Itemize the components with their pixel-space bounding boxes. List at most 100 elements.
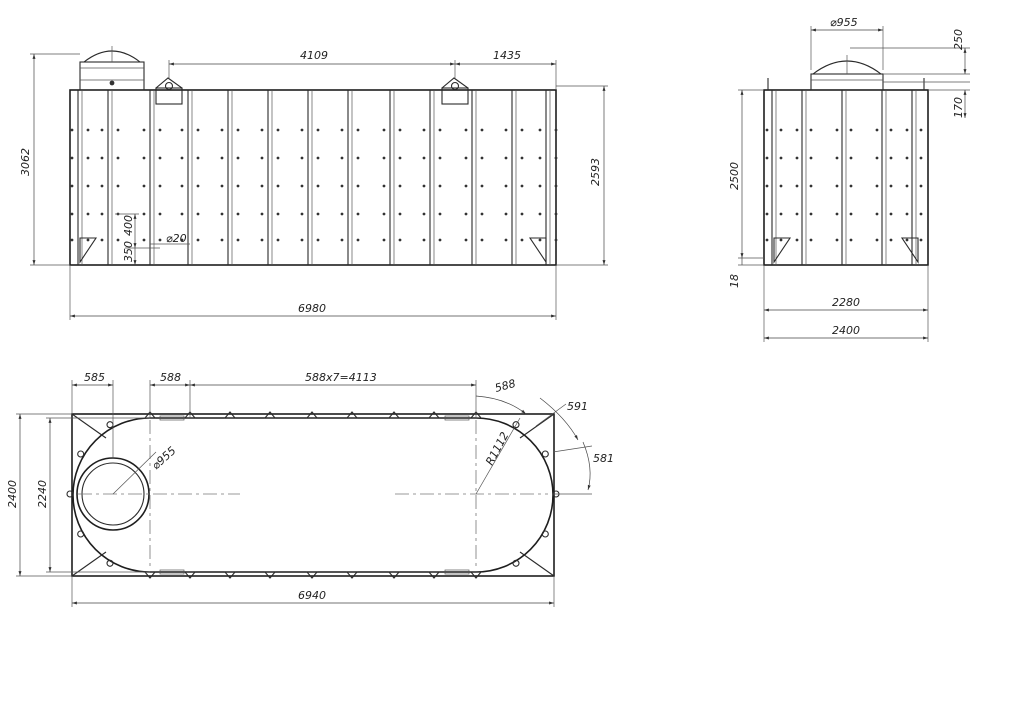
stiffener-triangle	[183, 571, 197, 579]
bolt	[875, 238, 879, 242]
front-view-body	[69, 89, 557, 266]
bolt	[422, 238, 426, 242]
dim-top-length: 6940	[298, 589, 326, 602]
bolt	[480, 212, 484, 216]
stiffener-triangle	[427, 411, 441, 419]
bolt	[480, 184, 484, 188]
bolt	[196, 238, 200, 242]
bolt	[905, 128, 909, 132]
bolt	[765, 238, 769, 242]
bolt	[849, 238, 853, 242]
dim-side-body-height: 2500	[728, 162, 741, 190]
bolt	[356, 128, 360, 132]
bolt	[422, 128, 426, 132]
dim-top-radius: R1112	[483, 430, 511, 468]
bolt	[340, 128, 344, 132]
bolt	[795, 212, 799, 216]
bolt	[196, 212, 200, 216]
bolt	[196, 184, 200, 188]
bolt	[889, 156, 893, 160]
bolt	[316, 128, 320, 132]
bolt	[438, 184, 442, 188]
bolt	[905, 238, 909, 242]
stiffener-triangle	[345, 571, 359, 579]
bolt	[919, 156, 923, 160]
bolt	[538, 184, 542, 188]
bolt	[554, 238, 558, 242]
bolt	[520, 238, 524, 242]
side-view-hatch-collar	[810, 73, 884, 91]
bolt	[100, 212, 104, 216]
bolt	[905, 156, 909, 160]
front-view-hatch-collar	[79, 61, 145, 91]
stiffener-triangle	[223, 411, 237, 419]
bolt	[276, 238, 280, 242]
flange-plate	[444, 415, 470, 421]
stiffener-triangle	[77, 450, 85, 458]
bolt	[905, 184, 909, 188]
dim-top-series: 588x7=4113	[305, 371, 377, 384]
bolt	[316, 238, 320, 242]
bolt	[438, 212, 442, 216]
flange-plate	[159, 415, 185, 421]
bolt	[180, 238, 184, 242]
bolt	[765, 156, 769, 160]
dim-side-outer-width: 2400	[832, 324, 860, 337]
bolt	[849, 156, 853, 160]
bolt	[220, 128, 224, 132]
bolt	[538, 212, 542, 216]
bolt	[340, 212, 344, 216]
side-view-gusset-left	[773, 237, 792, 264]
dim-front-spacing-top: 4109	[300, 49, 328, 62]
bolt	[779, 212, 783, 216]
dim-top-arc1: 588	[493, 377, 517, 395]
bolt	[382, 128, 386, 132]
bolt	[765, 212, 769, 216]
front-view-gusset-left	[79, 237, 98, 264]
bolt	[356, 184, 360, 188]
top-view: R1112 ⌀955 585 588 588x7=4113 588 591 58…	[6, 371, 614, 607]
stiffener-triangle	[541, 450, 549, 458]
bolt	[480, 128, 484, 132]
stiffener-triangle	[387, 571, 401, 579]
bolt	[276, 184, 280, 188]
bolt	[260, 238, 264, 242]
bolt	[398, 156, 402, 160]
bolt	[180, 128, 184, 132]
bolt	[438, 238, 442, 242]
stiffener-triangle	[512, 421, 520, 429]
top-view-stiffeners	[66, 411, 560, 579]
bolt	[356, 156, 360, 160]
bolt	[504, 156, 508, 160]
bolt	[340, 156, 344, 160]
dim-top-arc2: 591	[567, 400, 588, 413]
bolt	[795, 156, 799, 160]
bolt	[504, 184, 508, 188]
stiffener-triangle	[305, 411, 319, 419]
stiffener-triangle	[387, 411, 401, 419]
bolt	[398, 238, 402, 242]
bolt	[70, 156, 74, 160]
bolt	[765, 128, 769, 132]
top-view-tank-shell	[72, 417, 554, 573]
bolt	[300, 184, 304, 188]
stiffener-triangle	[345, 411, 359, 419]
bolt	[919, 238, 923, 242]
bolt	[398, 184, 402, 188]
bolt	[100, 238, 104, 242]
stiffener-triangle	[106, 421, 114, 429]
bolt	[382, 184, 386, 188]
bolt	[142, 238, 146, 242]
bolt	[382, 156, 386, 160]
bolt	[340, 238, 344, 242]
bolt	[795, 238, 799, 242]
dim-front-rib-350: 350	[122, 241, 135, 262]
bolt	[835, 184, 839, 188]
dim-top-hatch: ⌀955	[149, 444, 178, 472]
bolt	[116, 238, 120, 242]
bolt	[520, 212, 524, 216]
stiffener-triangle	[305, 571, 319, 579]
bolt	[538, 128, 542, 132]
bolt	[86, 156, 90, 160]
bolt	[464, 238, 468, 242]
